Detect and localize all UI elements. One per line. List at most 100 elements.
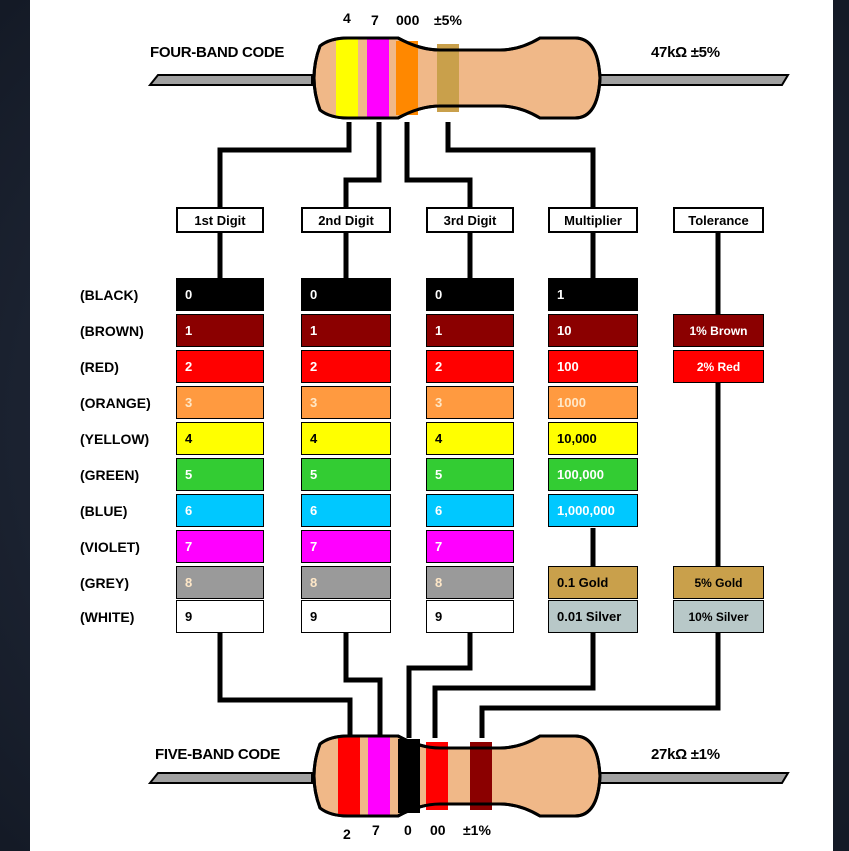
resistor-outline	[312, 36, 602, 120]
four-band-value: 47kΩ ±5%	[651, 44, 720, 61]
band-4	[437, 44, 459, 112]
wire-12	[343, 633, 383, 738]
four-band-resistor	[147, 36, 790, 120]
digit3-cell-brown: 1	[426, 314, 514, 347]
color-name-brown: (BROWN)	[80, 323, 144, 339]
digit2-cell-violet: 7	[301, 530, 391, 563]
digit2-cell-blue: 6	[301, 494, 391, 527]
multiplier-gold-cell: 0.1 Gold	[548, 566, 638, 599]
band-3	[398, 739, 420, 813]
wire-3	[445, 122, 596, 207]
five-band-number-4: 00	[430, 822, 446, 838]
digit1-cell-blue: 6	[176, 494, 264, 527]
multiplier-cell-orange: 1000	[548, 386, 638, 419]
digit2-cell-white: 9	[301, 600, 391, 633]
digit1-cell-red: 2	[176, 350, 264, 383]
multiplier-cell-black: 1	[548, 278, 638, 311]
color-name-orange: (ORANGE)	[80, 395, 151, 411]
band-5	[470, 742, 492, 810]
five-band-code-label: FIVE-BAND CODE	[155, 746, 280, 763]
header-tolerance: Tolerance	[673, 207, 764, 233]
digit1-cell-brown: 1	[176, 314, 264, 347]
wire-0	[217, 122, 352, 207]
band-1	[336, 38, 358, 118]
color-name-grey: (GREY)	[80, 575, 129, 591]
header-1st-digit: 1st Digit	[176, 207, 264, 233]
multiplier-cell-yellow: 10,000	[548, 422, 638, 455]
digit1-cell-orange: 3	[176, 386, 264, 419]
digit3-cell-grey: 8	[426, 566, 514, 599]
digit2-cell-red: 2	[301, 350, 391, 383]
tolerance-red-cell: 2% Red	[673, 350, 764, 383]
color-name-green: (GREEN)	[80, 467, 140, 483]
tolerance-silver-cell: 10% Silver	[673, 600, 764, 633]
color-name-black: (BLACK)	[80, 287, 139, 303]
digit1-cell-black: 0	[176, 278, 264, 311]
band-2	[367, 38, 389, 118]
digit2-cell-yellow: 4	[301, 422, 391, 455]
connector-wires	[217, 122, 721, 738]
digit2-cell-green: 5	[301, 458, 391, 491]
digit3-cell-red: 2	[426, 350, 514, 383]
color-name-red: (RED)	[80, 359, 119, 375]
color-name-white: (WHITE)	[80, 609, 135, 625]
multiplier-silver-cell: 0.01 Silver	[548, 600, 638, 633]
lead-right	[597, 772, 790, 784]
digit1-cell-violet: 7	[176, 530, 264, 563]
digit3-cell-yellow: 4	[426, 422, 514, 455]
header-3rd-digit: 3rd Digit	[426, 207, 514, 233]
digit3-cell-green: 5	[426, 458, 514, 491]
tolerance-brown-cell: 1% Brown	[673, 314, 764, 347]
band-4	[426, 742, 448, 810]
multiplier-cell-brown: 10	[548, 314, 638, 347]
color-name-yellow: (YELLOW)	[80, 431, 150, 447]
four-band-number-1: 4	[343, 10, 351, 26]
band-2	[368, 736, 390, 816]
five-band-resistor	[147, 734, 790, 818]
digit1-cell-grey: 8	[176, 566, 264, 599]
five-band-number-2: 7	[372, 822, 380, 838]
color-name-blue: (BLUE)	[80, 503, 128, 519]
four-band-number-4: ±5%	[434, 12, 462, 28]
digit2-cell-brown: 1	[301, 314, 391, 347]
band-3	[396, 41, 418, 115]
wire-2	[404, 122, 473, 207]
wire-11	[217, 633, 353, 738]
wire-15	[479, 633, 721, 738]
digit3-cell-orange: 3	[426, 386, 514, 419]
lead-left	[147, 772, 313, 784]
four-band-number-2: 7	[371, 12, 379, 28]
four-band-code-label: FOUR-BAND CODE	[150, 44, 285, 61]
resistor-outline	[312, 734, 602, 818]
digit3-cell-white: 9	[426, 600, 514, 633]
digit1-cell-yellow: 4	[176, 422, 264, 455]
wire-1	[343, 122, 382, 207]
header-multiplier: Multiplier	[548, 207, 638, 233]
band-1	[338, 736, 360, 816]
four-band-number-3: 000	[396, 12, 420, 28]
digit3-cell-blue: 6	[426, 494, 514, 527]
digit1-cell-green: 5	[176, 458, 264, 491]
multiplier-cell-blue: 1,000,000	[548, 494, 638, 527]
five-band-number-5: ±1%	[463, 822, 491, 838]
lead-right	[597, 74, 790, 86]
header-2nd-digit: 2nd Digit	[301, 207, 391, 233]
five-band-number-3: 0	[404, 822, 412, 838]
digit3-cell-black: 0	[426, 278, 514, 311]
five-band-value: 27kΩ ±1%	[651, 746, 720, 763]
multiplier-cell-green: 100,000	[548, 458, 638, 491]
digit3-cell-violet: 7	[426, 530, 514, 563]
digit2-cell-orange: 3	[301, 386, 391, 419]
digit2-cell-black: 0	[301, 278, 391, 311]
wire-14	[432, 633, 596, 738]
tolerance-gold-cell: 5% Gold	[673, 566, 764, 599]
lead-left	[147, 74, 313, 86]
color-name-violet: (VIOLET)	[80, 539, 140, 555]
five-band-number-1: 2	[343, 826, 351, 842]
digit1-cell-white: 9	[176, 600, 264, 633]
digit2-cell-grey: 8	[301, 566, 391, 599]
wire-13	[406, 633, 473, 738]
multiplier-cell-red: 100	[548, 350, 638, 383]
